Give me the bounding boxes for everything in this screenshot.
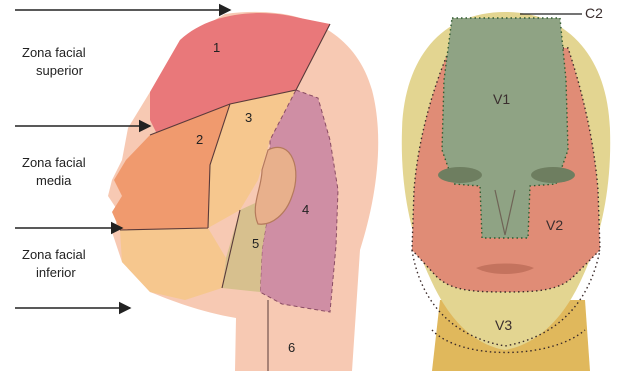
region-number-1: 1 xyxy=(213,40,220,55)
label-v3: V3 xyxy=(495,317,512,333)
label-v1: V1 xyxy=(493,91,510,107)
lower-face xyxy=(120,228,226,300)
right-eye-icon xyxy=(531,167,575,183)
label-v2: V2 xyxy=(546,217,563,233)
region-number-2: 2 xyxy=(196,132,203,147)
left-eye-icon xyxy=(438,167,482,183)
region-number-3: 3 xyxy=(245,110,252,125)
region-number-5: 5 xyxy=(252,236,259,251)
region-number-6: 6 xyxy=(288,340,295,355)
region-number-4: 4 xyxy=(302,202,309,217)
label-c2: C2 xyxy=(585,5,603,21)
